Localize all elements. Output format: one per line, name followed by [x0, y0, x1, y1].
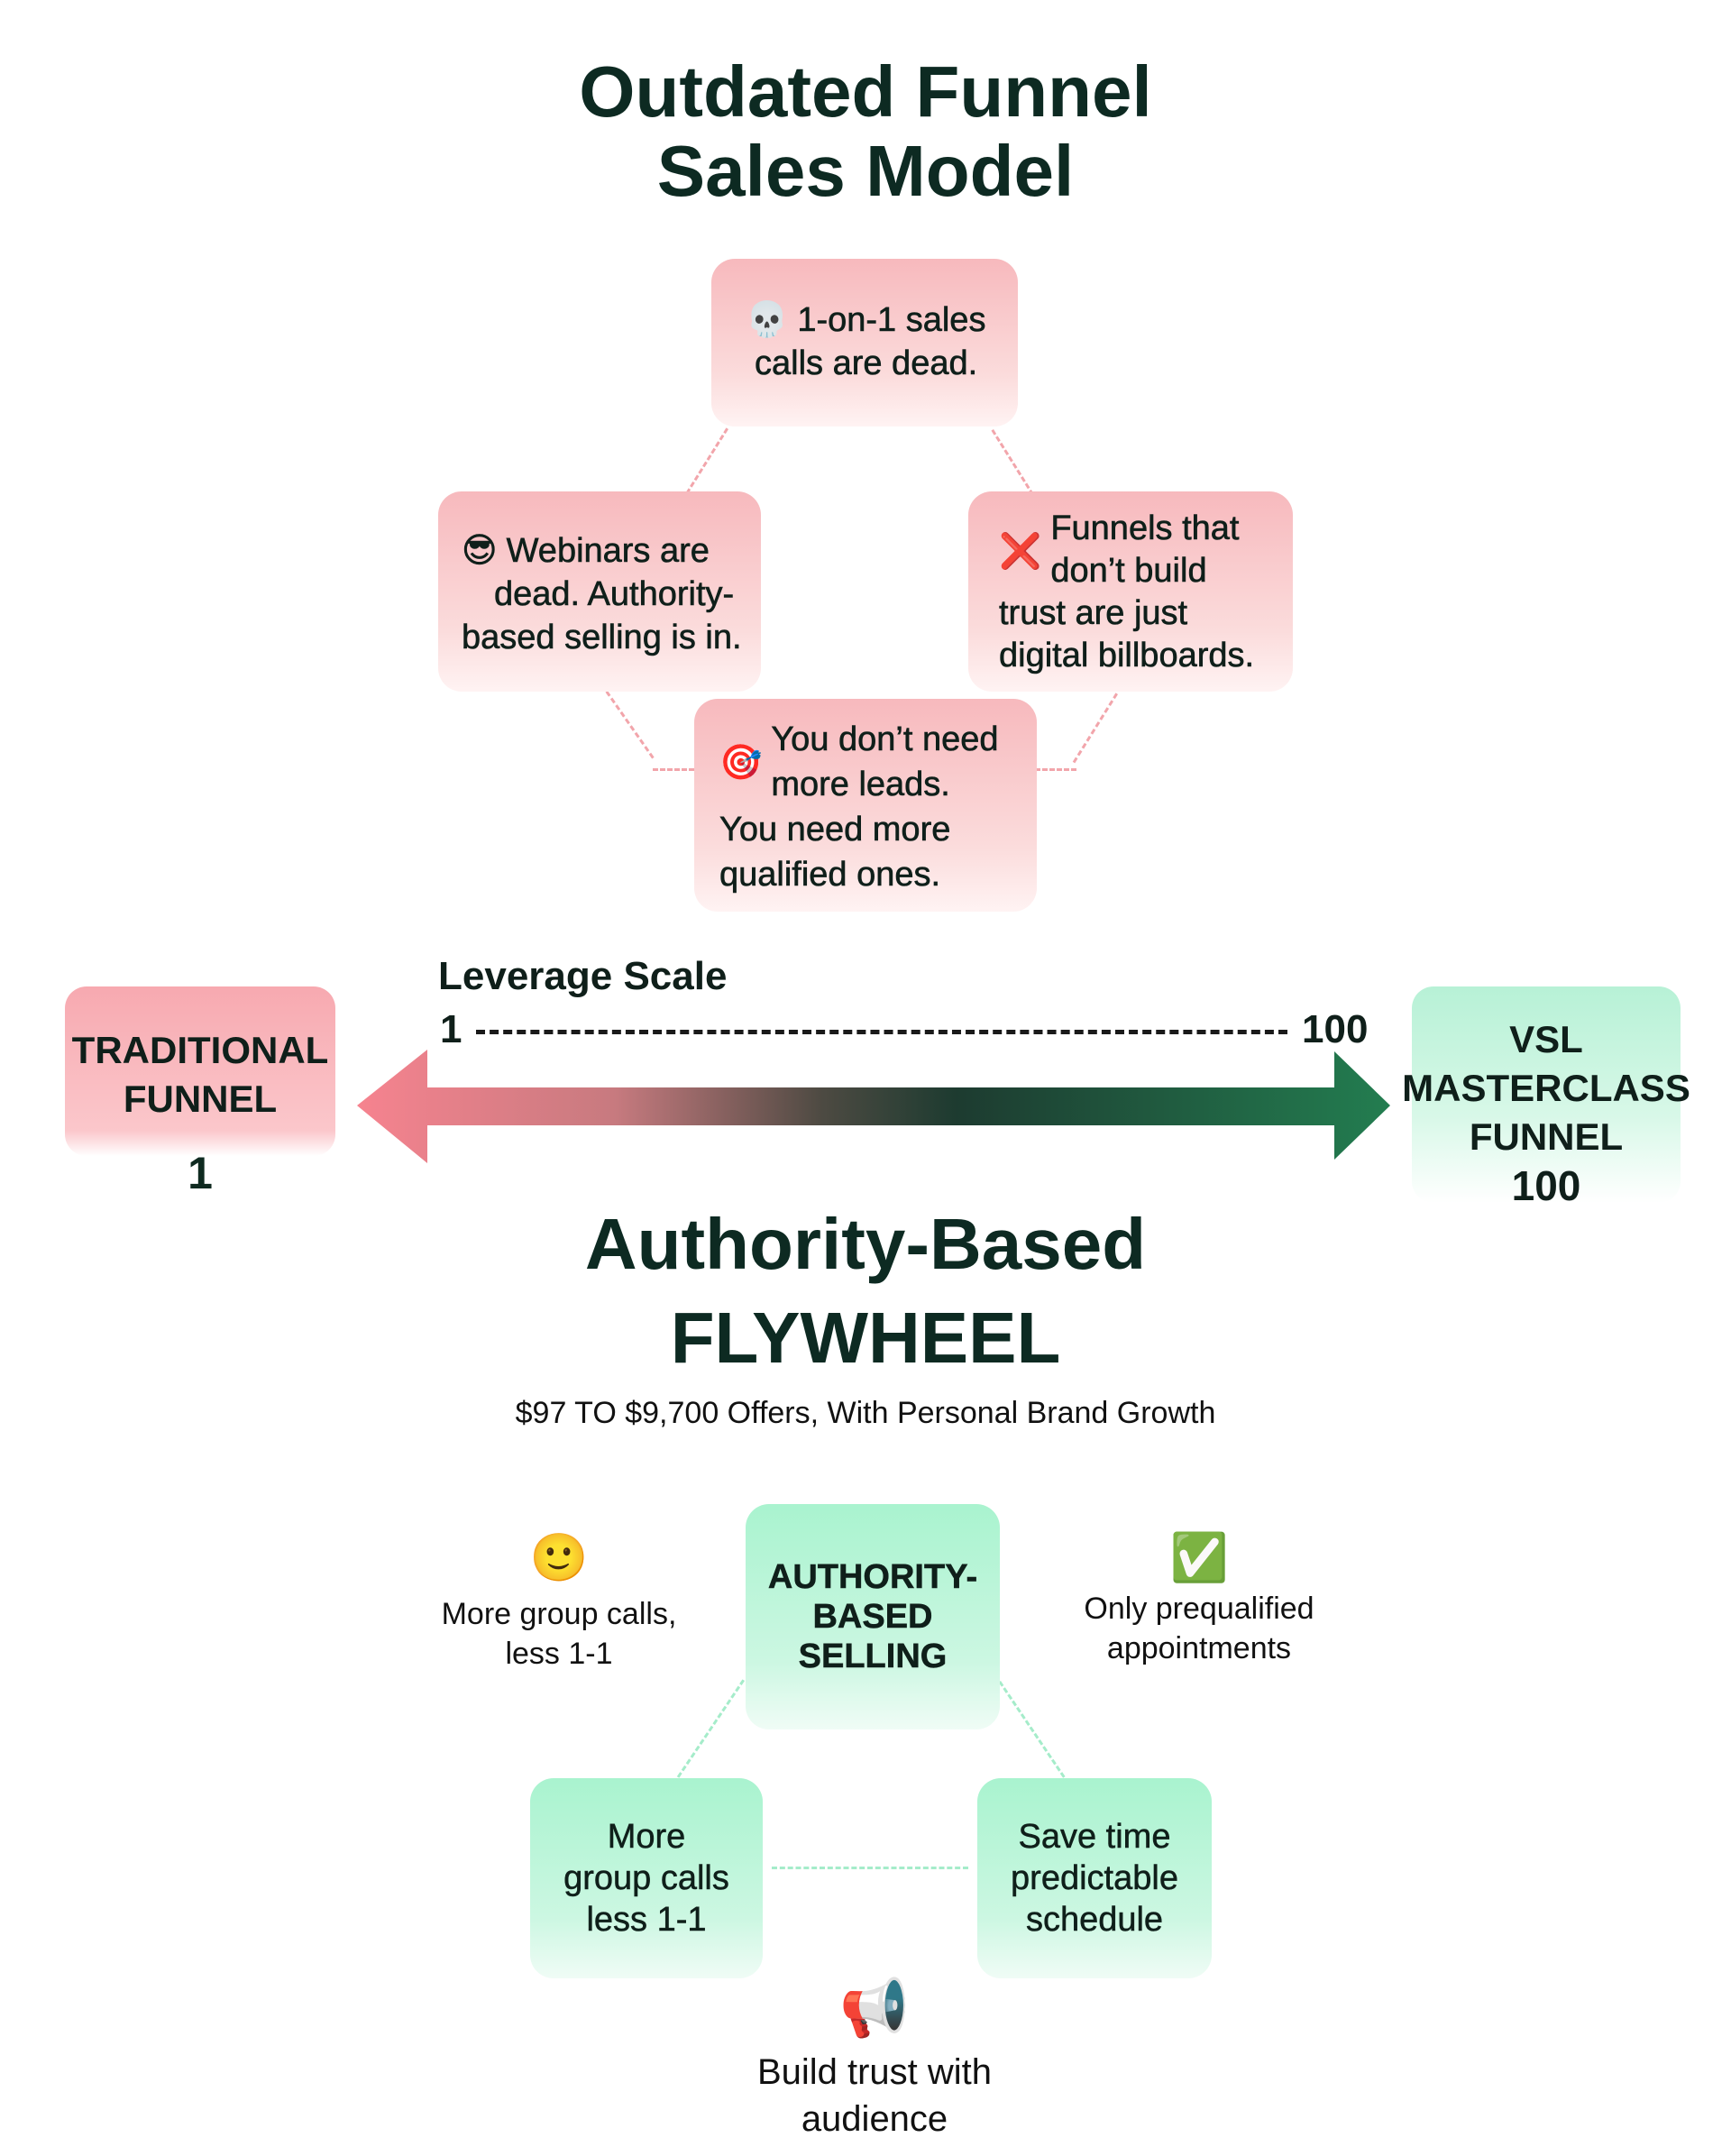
- traditional-funnel-value: 1: [188, 1148, 213, 1198]
- cross-mark-icon: ❌: [999, 533, 1042, 572]
- group-calls-note: 🙂 More group calls, less 1-1: [424, 1529, 694, 1674]
- connector-top-right: [991, 429, 1035, 496]
- leverage-scale-label: Leverage Scale: [438, 954, 728, 998]
- build-trust-note: 📢 Build trust with audience: [703, 1975, 1046, 2142]
- vsl-masterclass-box: [1412, 986, 1681, 1203]
- flywheel-title: Authority-Based FLYWHEEL: [584, 1204, 1147, 1378]
- leverage-arrow: [357, 1050, 1390, 1163]
- card-qualified-leads: 🎯 You don’t need more leads. You need mo…: [694, 699, 1037, 912]
- page-title: Outdated Funnel Sales Model: [0, 52, 1731, 211]
- scale-dashed-line: [476, 1030, 1287, 1034]
- connector-bottom: [772, 1867, 968, 1869]
- check-mark-button-icon: ✅: [1169, 1532, 1229, 1584]
- flywheel-subtitle: $97 TO $9,700 Offers, With Personal Bran…: [515, 1396, 1216, 1430]
- connector-right-bottom-h: [1035, 768, 1076, 771]
- vsl-masterclass-label: VSL MASTERCLASS FUNNEL 100: [1402, 1018, 1690, 1209]
- card-sales-calls-dead: 💀1-on-1 sales calls are dead.: [711, 259, 1018, 427]
- connector-left-bottom: [605, 691, 655, 759]
- scale-max-label: 100: [1302, 1007, 1369, 1051]
- prequalified-note: ✅ Only prequalified appointments: [1055, 1529, 1343, 1668]
- authority-based-selling-card: AUTHORITY- BASED SELLING: [746, 1504, 1000, 1729]
- scale-min-label: 1: [440, 1007, 463, 1051]
- connector-left-bottom-h: [653, 768, 694, 771]
- title-line-2: Sales Model: [656, 131, 1075, 211]
- traditional-funnel-box: TRADITIONAL FUNNEL: [65, 986, 335, 1156]
- connector-right-bottom: [1072, 693, 1118, 764]
- connector-top-left: [685, 427, 728, 495]
- card-webinars-dead: 😎Webinars are dead. Authority- based sel…: [438, 491, 761, 692]
- connector-center-right: [998, 1681, 1066, 1778]
- skull-icon: 💀: [746, 301, 789, 340]
- megaphone-icon: 📢: [839, 1977, 910, 2040]
- save-time-card: Save time predictable schedule: [977, 1778, 1212, 1978]
- group-calls-card: More group calls less 1-1: [530, 1778, 763, 1978]
- title-line-1: Outdated Funnel: [579, 51, 1152, 132]
- card-funnels-billboards: ❌ Funnels that don’t build trust are jus…: [968, 491, 1293, 692]
- bullseye-icon: 🎯: [719, 744, 763, 783]
- sunglasses-face-icon: 😎: [462, 532, 498, 571]
- connector-center-left: [676, 1679, 745, 1778]
- slightly-smiling-face-icon: 🙂: [529, 1532, 589, 1584]
